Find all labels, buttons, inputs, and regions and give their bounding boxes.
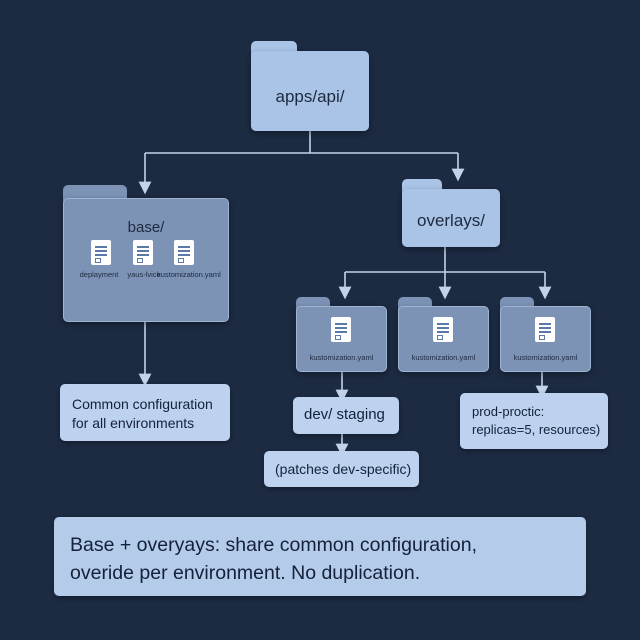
env-file-label: kustomization.yaml [411, 353, 476, 362]
caption-box: Base + overyays: share common configurat… [54, 517, 586, 596]
env-folder-prod: kustomization.yaml [500, 297, 591, 372]
base-folder: base/ deplayment yaus-lvice kustomizatio… [63, 185, 229, 322]
overlays-folder-label: overlays/ [416, 211, 486, 230]
base-file-label: yaus-lvice [127, 270, 161, 279]
base-note: Common configuration for all environment… [60, 384, 230, 441]
prod-note-line: replicas=5, resources) [472, 422, 601, 437]
env-file-label: kustomization.yaml [513, 353, 578, 362]
base-folder-label: base/ [127, 219, 165, 236]
file-icon [331, 317, 351, 342]
overlays-folder: overlays/ [402, 179, 500, 247]
env-folder-dev: kustomization.yaml [296, 297, 387, 372]
file-icon [174, 240, 194, 265]
file-icon [91, 240, 111, 265]
prod-note: prod-proctic: replicas=5, resources) [460, 393, 608, 449]
root-folder: apps/api/ [251, 41, 369, 131]
base-note-line: for all environments [72, 415, 195, 431]
prod-note-line: prod-proctic: [472, 404, 545, 419]
base-note-line: Common configuration [72, 396, 213, 412]
caption-line: overide per environment. No duplication. [70, 562, 421, 584]
env-file-label: kustomization.yaml [309, 353, 374, 362]
dev-patches-note: (patches dev-specific) [264, 451, 419, 487]
dev-staging-label: dev/ staging [293, 397, 399, 434]
root-folder-label: apps/api/ [275, 87, 345, 106]
caption-line: Base + overyays: share common configurat… [70, 534, 477, 556]
file-icon [133, 240, 153, 265]
dev-staging-text: dev/ staging [304, 406, 385, 423]
file-icon [535, 317, 555, 342]
file-icon [433, 317, 453, 342]
base-file-label: kustomization.yaml [157, 270, 221, 279]
dev-patches-text: (patches dev-specific) [275, 461, 412, 477]
base-file-label: deplayment [79, 270, 119, 279]
env-folder-staging: kustomization.yaml [398, 297, 489, 372]
